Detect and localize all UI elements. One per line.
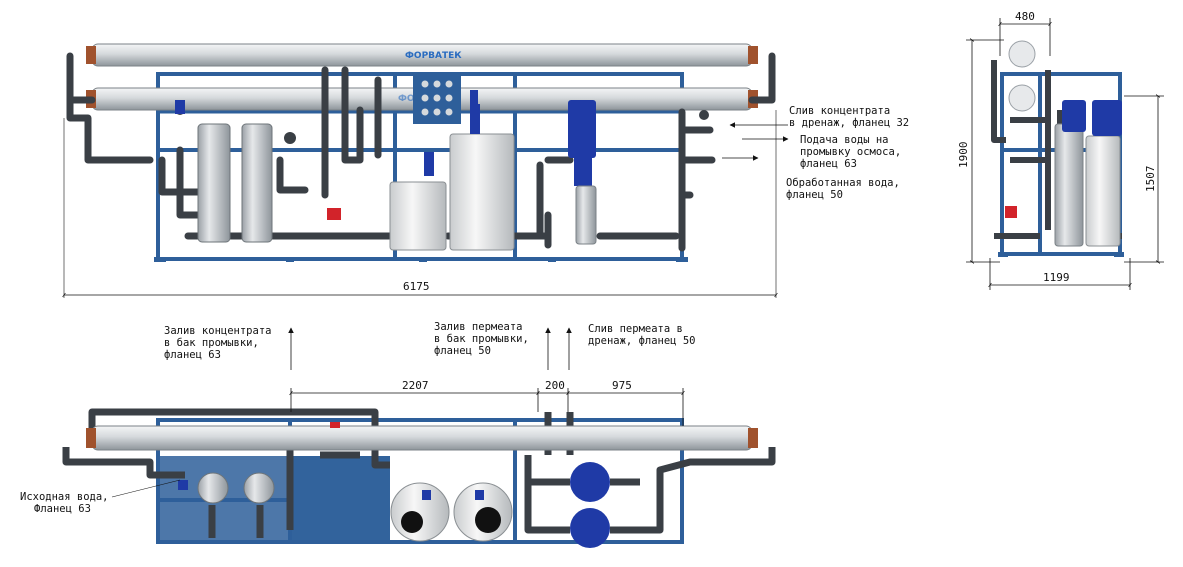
dim-top-b: 200 bbox=[545, 379, 565, 392]
side-tanks bbox=[1054, 123, 1121, 247]
dim-top-a: 2207 bbox=[402, 379, 429, 392]
dim-side-top: 480 bbox=[1015, 10, 1035, 23]
label-permeate-fill-1: Залив пермеата bbox=[434, 321, 523, 333]
membrane-housing-upper bbox=[86, 43, 758, 67]
dim-side-width: 1199 bbox=[1043, 271, 1070, 284]
front-dimension-6175: 6175 bbox=[62, 110, 778, 298]
side-frame-feet bbox=[998, 252, 1124, 257]
label-flush-feed-2: промывку осмоса, bbox=[800, 146, 901, 158]
top-filter-heads bbox=[197, 472, 275, 504]
label-permeate-fill-2: в бак промывки, bbox=[434, 333, 529, 345]
label-concentrate-fill-1: Залив концентрата bbox=[164, 325, 271, 337]
top-membrane-housing bbox=[86, 425, 758, 451]
flush-tank bbox=[449, 104, 515, 251]
control-panel bbox=[413, 72, 461, 124]
label-treated-1: Обработанная вода, bbox=[786, 177, 900, 189]
top-blue-flowmeter bbox=[178, 480, 188, 490]
top-tank-2 bbox=[453, 482, 513, 542]
top-red-marker bbox=[330, 422, 340, 428]
label-treated-2: фланец 50 bbox=[786, 189, 843, 201]
top-view: 2207 200 975 Залив концентрата в бак про… bbox=[20, 321, 776, 548]
top-tank-1 bbox=[390, 482, 450, 542]
front-piping bbox=[66, 52, 776, 252]
side-pumps bbox=[1062, 100, 1122, 136]
label-concentrate-drain-1: Слив концентрата bbox=[789, 105, 890, 117]
front-view: ФОРВАТЕК ФОРВАТЕК bbox=[62, 43, 909, 298]
label-flush-feed-3: фланец 63 bbox=[800, 158, 857, 170]
label-flush-feed-1: Подача воды на bbox=[800, 134, 889, 146]
side-red-valve bbox=[1005, 206, 1017, 218]
label-permeate-fill-3: фланец 50 bbox=[434, 345, 491, 357]
side-view: 480 1900 1507 1199 bbox=[957, 10, 1164, 290]
dim-side-height-total: 1900 bbox=[957, 142, 970, 169]
label-permeate-drain-1: Слив пермеата в bbox=[588, 323, 683, 335]
front-frame-feet bbox=[154, 257, 688, 262]
dim-total-length: 6175 bbox=[403, 280, 430, 293]
front-flow-arrows bbox=[722, 122, 789, 161]
dim-top-c: 975 bbox=[612, 379, 632, 392]
front-red-valve bbox=[327, 208, 341, 220]
top-frame-panel-right bbox=[290, 456, 390, 542]
top-dimensions bbox=[289, 388, 685, 426]
label-source-water-2: Фланец 63 bbox=[34, 503, 91, 515]
side-dimensions bbox=[966, 18, 1164, 290]
label-concentrate-fill-3: фланец 63 bbox=[164, 349, 221, 361]
brand-logo-upper: ФОРВАТЕК bbox=[405, 51, 462, 61]
cartridge-filter-2 bbox=[241, 123, 273, 243]
dosing-tank-small bbox=[389, 152, 447, 251]
label-source-water-1: Исходная вода, bbox=[20, 491, 109, 503]
label-permeate-drain-2: дренаж, фланец 50 bbox=[588, 335, 695, 347]
label-concentrate-fill-2: в бак промывки, bbox=[164, 337, 259, 349]
top-pumps bbox=[570, 462, 610, 548]
source-water-leader bbox=[111, 479, 181, 498]
front-flow-meters bbox=[175, 90, 478, 114]
cartridge-filter-1 bbox=[197, 123, 231, 243]
side-membrane-ends bbox=[1008, 40, 1036, 112]
label-concentrate-drain-2: в дренаж, фланец 32 bbox=[789, 117, 909, 129]
high-pressure-pump bbox=[568, 100, 597, 245]
top-flow-arrows bbox=[288, 327, 572, 370]
dim-side-height-frame: 1507 bbox=[1144, 166, 1157, 193]
